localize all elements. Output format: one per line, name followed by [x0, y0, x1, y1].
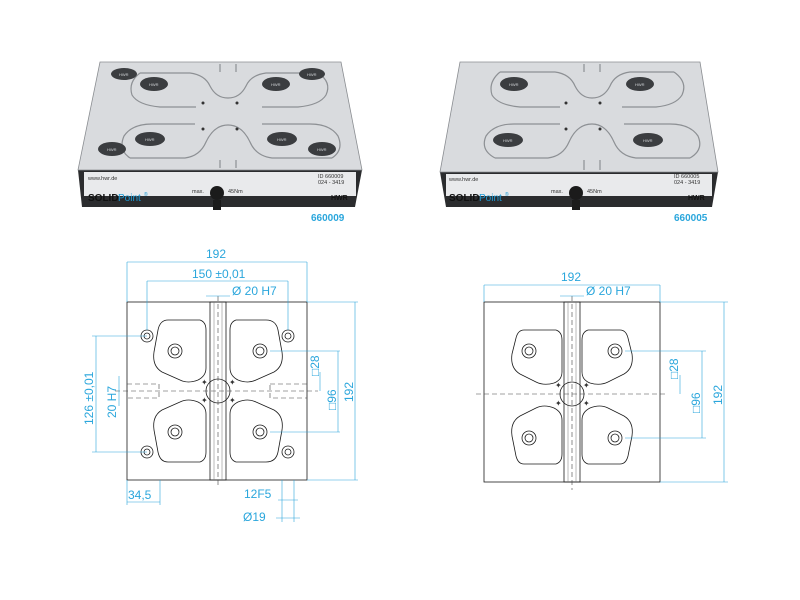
drawing-right: ✦ ✦ ✦ ✦ 192 Ø 20 H7 □28 □96 192: [476, 270, 728, 490]
pin-label: HWR: [317, 147, 327, 152]
svg-text:✦: ✦: [583, 381, 590, 390]
svg-text:✦: ✦: [555, 399, 562, 408]
torque-prefix: max.: [551, 189, 563, 195]
drawing-left: ✦ ✦ ✦ ✦ 192 150 ±0: [82, 247, 358, 524]
dim-bore: Ø 20 H7: [232, 284, 277, 298]
website-text: www.hwr.de: [448, 177, 478, 183]
clamp-pin: [267, 132, 297, 146]
clamp-pin: [626, 77, 654, 91]
dim-bore: Ø 20 H7: [586, 284, 631, 298]
clamp-pin: [135, 132, 165, 146]
dim-width: 192: [206, 247, 226, 261]
pin-label: HWR: [271, 82, 281, 87]
dim-square96: □96: [325, 389, 339, 410]
dim-square96: □96: [689, 392, 703, 413]
pin-label: HWR: [145, 137, 155, 142]
product-photo-left: HWR HWR HWR HWR HWR HWR HWR HWR www.hwr.…: [77, 61, 363, 210]
clamp-pin: [98, 142, 126, 156]
torque-prefix: max.: [192, 189, 204, 195]
pin-label: HWR: [503, 138, 513, 143]
pin-label: HWR: [107, 147, 117, 152]
dim-square28: □28: [667, 358, 681, 379]
id-line-2: 024 - 3419: [674, 180, 700, 186]
dim-height: 192: [342, 382, 356, 402]
svg-text:✦: ✦: [583, 399, 590, 408]
dim-pitch-vertical: 126 ±0,01: [82, 371, 96, 425]
brand-bold: SOLID: [88, 193, 119, 204]
clamp-pin: [140, 77, 168, 91]
id-line-1: ID 660005: [674, 174, 699, 180]
svg-text:✦: ✦: [229, 378, 236, 387]
dim-pitch: 150 ±0,01: [192, 267, 246, 281]
brand-mark: ®: [144, 191, 148, 198]
torque-value: 45Nm: [228, 189, 243, 195]
brand-bold: SOLID: [449, 193, 480, 204]
pin-label: HWR: [149, 82, 159, 87]
dim-bore-vertical: 20 H7: [105, 386, 119, 418]
pin-label: HWR: [509, 82, 519, 87]
svg-text:✦: ✦: [555, 381, 562, 390]
product-photo-right: HWR HWR HWR HWR www.hwr.de SOLID Point ®…: [439, 61, 719, 210]
clamp-pin: [493, 133, 523, 147]
clamp-pin: [308, 142, 336, 156]
pin-label: HWR: [277, 137, 287, 142]
brand-light: Point: [479, 193, 502, 204]
dim-hole: Ø19: [243, 510, 266, 524]
clamp-pin: [111, 68, 137, 80]
pin-label: HWR: [635, 82, 645, 87]
id-line-2: 024 - 3419: [318, 180, 344, 186]
website-text: www.hwr.de: [87, 176, 117, 182]
actuator-screw-icon: [210, 186, 224, 200]
svg-text:✦: ✦: [229, 396, 236, 405]
dim-fit: 12F5: [244, 487, 272, 501]
brand-light: Point: [118, 193, 141, 204]
pin-label: HWR: [307, 72, 317, 77]
svg-text:✦: ✦: [201, 396, 208, 405]
id-line-1: ID 660009: [318, 174, 343, 180]
maker-logo: HWR: [688, 195, 705, 202]
dim-edge: 34,5: [128, 488, 152, 502]
pin-label: HWR: [643, 138, 653, 143]
clamp-pin: [299, 68, 325, 80]
brand-mark: ®: [505, 191, 509, 198]
dim-height: 192: [711, 385, 725, 405]
part-number-left: 660009: [311, 213, 345, 224]
svg-text:✦: ✦: [201, 378, 208, 387]
dim-square28: □28: [308, 355, 322, 376]
maker-logo: HWR: [331, 195, 348, 202]
actuator-screw-icon: [569, 186, 583, 200]
clamp-pin: [633, 133, 663, 147]
clamp-pin: [262, 77, 290, 91]
part-number-right: 660005: [674, 213, 708, 224]
clamp-pin: [500, 77, 528, 91]
torque-value: 45Nm: [587, 189, 602, 195]
dim-width: 192: [561, 270, 581, 284]
pin-label: HWR: [119, 72, 129, 77]
